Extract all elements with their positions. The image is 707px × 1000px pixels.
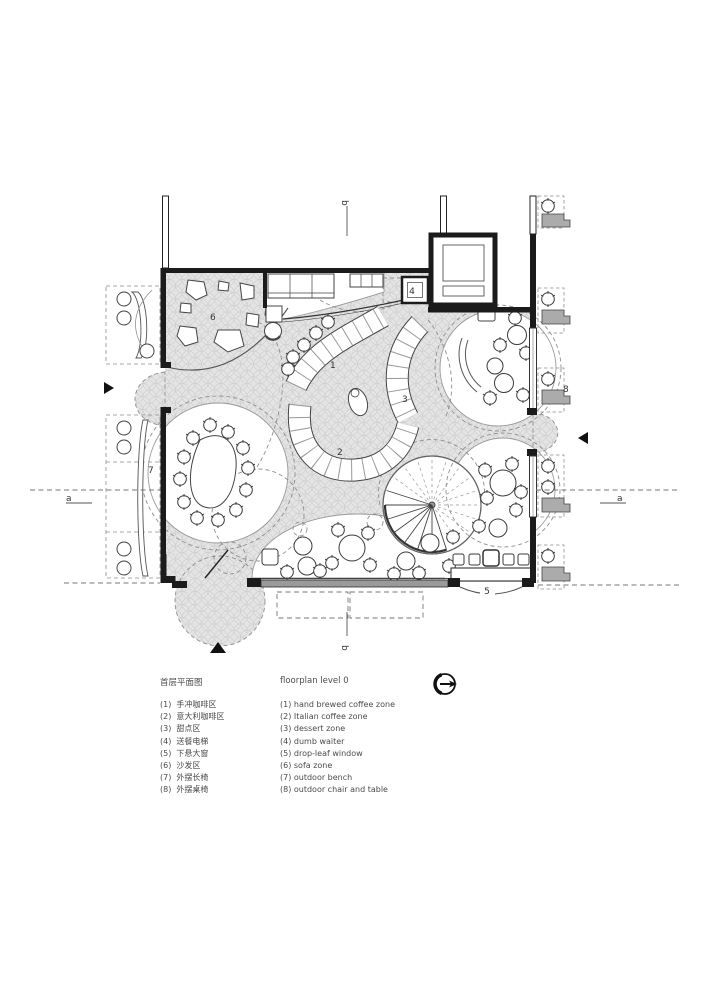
zone-label-2: 2 xyxy=(337,448,343,458)
outdoor-left xyxy=(105,285,161,579)
legend-item-en: (2) Italian coffee zone xyxy=(280,712,368,722)
legend-item-en: (8) outdoor chair and table xyxy=(280,785,388,795)
legend-item-cn: (6) 沙发区 xyxy=(160,761,201,771)
zone-label-5: 5 xyxy=(484,587,490,597)
legend-item-en: (1) hand brewed coffee zone xyxy=(280,700,396,709)
legend-item-cn: (4) 送餐电梯 xyxy=(160,736,209,746)
door-marker-left-icon xyxy=(104,382,114,394)
seating-bottom xyxy=(261,521,461,583)
zone-label-6: 6 xyxy=(210,313,216,323)
legend-title-cn: 首层平面图 xyxy=(160,678,203,688)
legend-item-cn: (1) 手冲咖啡区 xyxy=(160,700,217,709)
legend-row: (7) 外摆长椅 (7) outdoor bench xyxy=(160,772,580,784)
legend-rows: (1) 手冲咖啡区 (1) hand brewed coffee zone (2… xyxy=(160,699,580,797)
spiral-stair xyxy=(382,455,482,555)
stone-stool xyxy=(347,387,369,417)
zone-label-1: 1 xyxy=(330,361,336,371)
section-label-a-left: a xyxy=(66,494,72,504)
outdoor-chair-table-unit xyxy=(537,454,571,518)
legend-row: (6) 沙发区 (6) sofa zone xyxy=(160,760,580,772)
section-label-b-top: b xyxy=(339,200,349,206)
legend: 首层平面图 floorplan level 0 (1) 手冲咖啡区 (1) ha… xyxy=(160,676,580,797)
counters xyxy=(285,306,429,482)
legend-title-en: floorplan level 0 xyxy=(280,676,349,686)
legend-item-en: (5) drop-leaf window xyxy=(280,748,363,758)
ring-seating xyxy=(172,416,256,529)
legend-row: (1) 手冲咖啡区 (1) hand brewed coffee zone xyxy=(160,699,580,711)
entrance-arrow-icon xyxy=(210,642,226,653)
dumb-waiter-box xyxy=(400,275,430,305)
legend-item-en: (7) outdoor bench xyxy=(280,773,353,783)
outdoor-right-units xyxy=(537,195,571,590)
counter-1 xyxy=(285,306,389,392)
outdoor-chair-table-unit xyxy=(537,544,571,590)
legend-row: (2) 意大利咖啡区 (2) Italian coffee zone xyxy=(160,711,580,723)
north-arrow-icon xyxy=(431,670,461,698)
zone-label-7: 7 xyxy=(148,466,154,476)
zone-label-4: 4 xyxy=(409,287,415,297)
outdoor-chair-table-unit xyxy=(537,195,571,229)
legend-item-en: (6) sofa zone xyxy=(280,761,333,771)
floorplan-drawing: 1 2 3 4 5 6 7 8 a a b b xyxy=(30,195,680,653)
legend-row: (3) 甜点区 (3) dessert zone xyxy=(160,723,580,735)
legend-item-en: (3) dessert zone xyxy=(280,724,346,734)
outdoor-bench xyxy=(137,419,149,577)
shelving xyxy=(264,273,384,341)
counter-2 xyxy=(287,403,420,482)
legend-row: (5) 下悬大窗 (5) drop-leaf window xyxy=(160,748,580,760)
legend-item-cn: (8) 外摆桌椅 xyxy=(160,785,209,795)
sofa-zone xyxy=(166,279,289,371)
counter-3 xyxy=(385,316,429,424)
outdoor-chair-table-unit xyxy=(537,287,571,334)
walls xyxy=(160,195,537,595)
section-label-a-right: a xyxy=(617,494,623,504)
legend-item-cn: (7) 外摆长椅 xyxy=(160,773,209,783)
bar-corner xyxy=(450,549,533,582)
seating-top-right xyxy=(458,307,534,407)
furniture xyxy=(172,307,534,583)
door-marker-right-icon xyxy=(578,432,588,444)
zone-label-8: 8 xyxy=(563,385,569,395)
legend-row: (8) 外摆桌椅 (8) outdoor chair and table xyxy=(160,784,580,796)
legend-item-cn: (3) 甜点区 xyxy=(160,724,201,734)
legend-item-en: (4) dumb waiter xyxy=(280,736,345,746)
zone-label-3: 3 xyxy=(402,395,408,405)
seating-right-mid xyxy=(471,455,529,538)
legend-item-cn: (5) 下悬大窗 xyxy=(160,748,209,758)
legend-item-cn: (2) 意大利咖啡区 xyxy=(160,712,225,722)
legend-row: (4) 送餐电梯 (4) dumb waiter xyxy=(160,736,580,748)
annotations: 1 2 3 4 5 6 7 8 a a b b xyxy=(30,200,680,653)
outdoor-chair-table-unit xyxy=(537,367,571,413)
section-label-b-bottom: b xyxy=(339,645,349,651)
